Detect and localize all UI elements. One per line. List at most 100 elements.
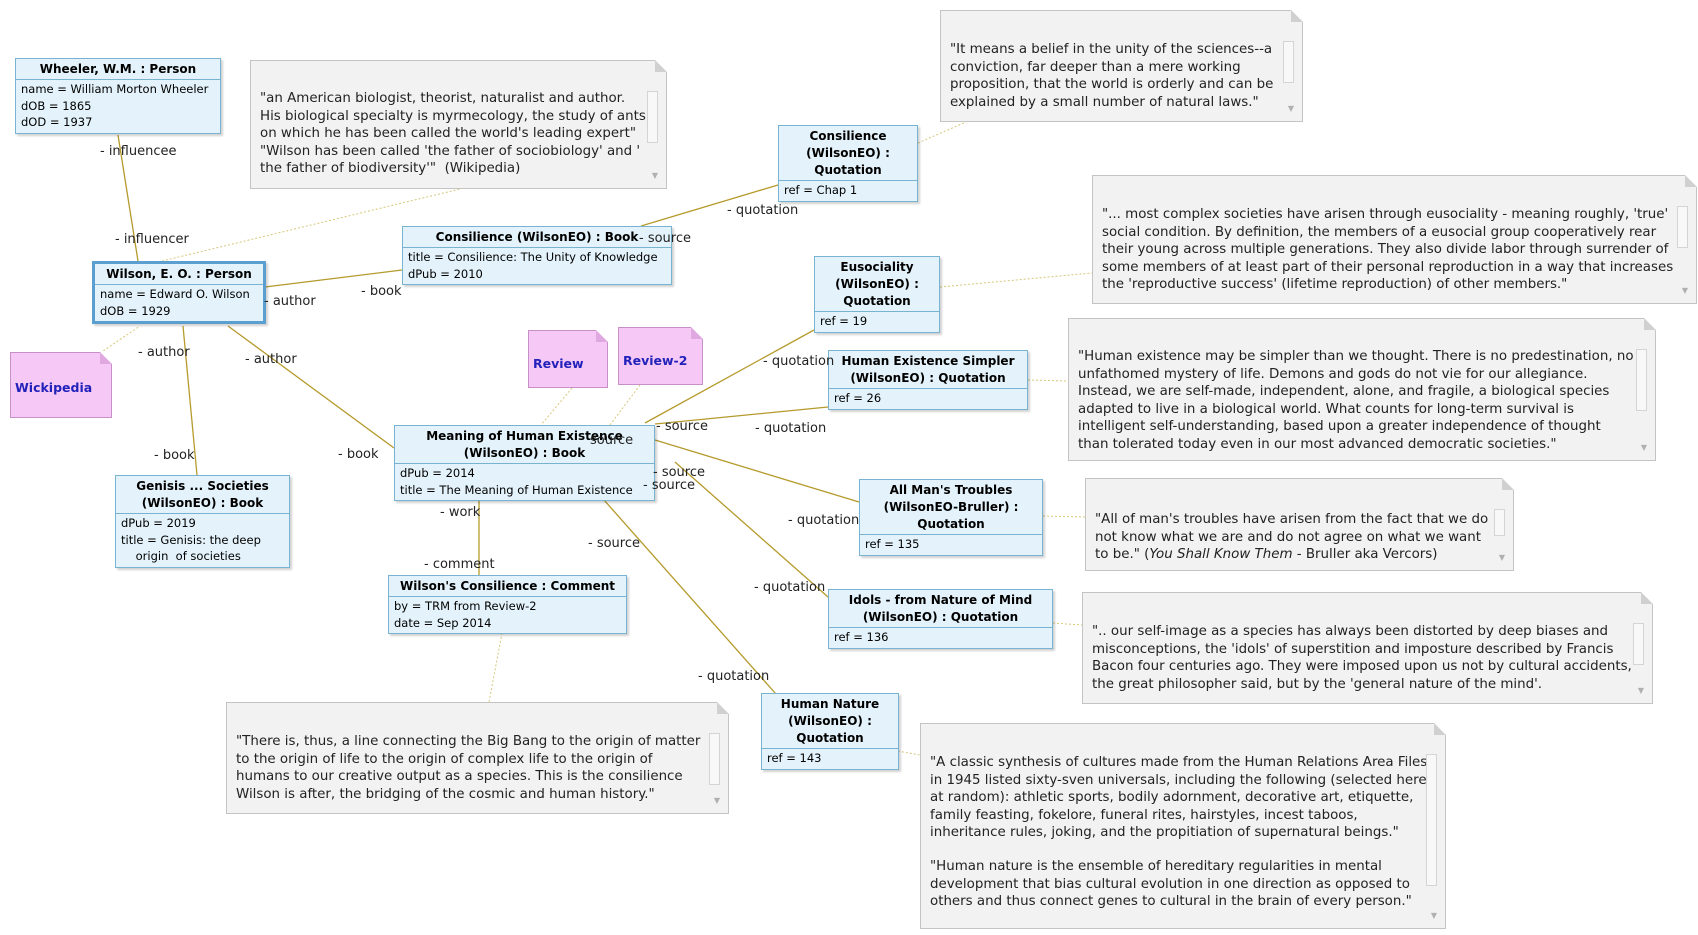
edge-label: - source <box>643 478 695 493</box>
object-title: Wilson, E. O. : Person <box>95 264 263 285</box>
object-consilience-book[interactable]: Consilience (WilsonEO) : Book title = Co… <box>402 226 672 285</box>
note-scrollbar[interactable] <box>1283 41 1294 83</box>
note-fold-corner <box>1644 318 1656 330</box>
object-consilience-quotation[interactable]: Consilience (WilsonEO) : Quotation ref =… <box>778 125 918 202</box>
object-human-existence-quotation[interactable]: Human Existence Simpler (WilsonEO) : Quo… <box>828 350 1028 410</box>
edge-label: - comment <box>424 557 495 572</box>
object-wilsons-consilience-comment[interactable]: Wilson's Consilience : Comment by = TRM … <box>388 575 627 634</box>
scroll-down-icon[interactable]: ▼ <box>1681 286 1688 295</box>
object-attr: title = Genisis: the deep origin of soci… <box>121 532 261 564</box>
object-attr: date = Sep 2014 <box>394 615 492 630</box>
scroll-down-icon[interactable]: ▼ <box>1640 443 1647 452</box>
edge-label: - author <box>138 345 190 360</box>
edge-label: - work <box>440 505 481 520</box>
object-attr: name = Edward O. Wilson <box>100 287 250 301</box>
note-scrollbar[interactable] <box>647 91 658 143</box>
note-text: "Human existence may be simpler than we … <box>1078 349 1634 452</box>
note-text: "There is, thus, a line connecting the B… <box>236 734 701 802</box>
note-eusociality-quote[interactable]: ▼ "... most complex societies have arise… <box>1092 175 1697 304</box>
note-link-wikipedia <box>99 325 141 354</box>
note-text: "... most complex societies have arisen … <box>1102 207 1674 293</box>
object-title: Idols - from Nature of Mind (WilsonEO) :… <box>829 590 1052 628</box>
note-fold-corner <box>1502 478 1514 490</box>
note-link-idols <box>1052 622 1083 626</box>
note-human-nature-quote[interactable]: ▼ "A classic synthesis of cultures made … <box>920 723 1446 929</box>
note-all-mans-troubles-quote[interactable]: ▼ "All of man's troubles have arisen fro… <box>1085 478 1514 571</box>
object-title: Wheeler, W.M. : Person <box>16 59 220 80</box>
object-title: Eusociality (WilsonEO) : Quotation <box>815 257 939 312</box>
edge-label: source <box>590 433 634 448</box>
note-text: "an American biologist, theorist, natura… <box>260 91 651 177</box>
note-text-main: "All of man's troubles have arisen from … <box>1095 512 1489 563</box>
note-link-human-existence <box>1027 379 1069 382</box>
object-meaning-book[interactable]: Meaning of Human Existence (WilsonEO) : … <box>394 425 655 501</box>
note-scrollbar[interactable] <box>1636 349 1647 411</box>
edge-label: - influencer <box>115 232 189 247</box>
edge-label: - book <box>154 448 195 463</box>
note-link-review <box>540 387 573 426</box>
edge-label: - quotation <box>698 669 770 684</box>
edge-label: - book <box>338 447 379 462</box>
scroll-down-icon[interactable]: ▼ <box>1287 104 1294 113</box>
object-genisis-book[interactable]: Genisis ... Societies (WilsonEO) : Book … <box>115 475 290 568</box>
note-fold-corner <box>691 327 703 339</box>
note-idols-quote[interactable]: ▼ ".. our self-image as a species has al… <box>1082 592 1653 704</box>
edge-label: - quotation <box>788 513 860 528</box>
object-attr: title = Consilience: The Unity of Knowle… <box>408 250 658 264</box>
object-attr: ref = 19 <box>820 314 868 328</box>
object-eusociality-quotation[interactable]: Eusociality (WilsonEO) : Quotation ref =… <box>814 256 940 333</box>
note-comment-quote[interactable]: ▼ "There is, thus, a line connecting the… <box>226 702 729 814</box>
note-scrollbar[interactable] <box>1633 623 1644 665</box>
note-scrollbar[interactable] <box>1426 754 1437 886</box>
note-fold-corner <box>1434 723 1446 735</box>
object-wilson-person[interactable]: Wilson, E. O. : Person name = Edward O. … <box>92 261 266 324</box>
note-text-tail: - Bruller aka Vercors) <box>1292 547 1438 563</box>
object-title: Consilience (WilsonEO) : Book <box>403 227 671 248</box>
object-attr: dPub = 2019 <box>121 516 196 530</box>
pink-note-wikipedia[interactable]: Wickipedia <box>10 352 112 418</box>
edge-wilson-genisis <box>182 325 198 476</box>
edge-meaning-eusociality <box>644 329 815 424</box>
object-human-nature-quotation[interactable]: Human Nature (WilsonEO) : Quotation ref … <box>761 693 899 770</box>
object-title: Human Nature (WilsonEO) : Quotation <box>762 694 898 749</box>
scroll-down-icon[interactable]: ▼ <box>1637 686 1644 695</box>
note-link-all-mans <box>1042 515 1086 518</box>
scroll-down-icon[interactable]: ▼ <box>651 171 658 180</box>
note-wilson-bio[interactable]: ▼ "an American biologist, theorist, natu… <box>250 60 667 189</box>
object-attr: dPub = 2010 <box>408 266 483 281</box>
scroll-down-icon[interactable]: ▼ <box>1430 911 1437 920</box>
object-title: Genisis ... Societies (WilsonEO) : Book <box>116 476 289 514</box>
object-title: Meaning of Human Existence (WilsonEO) : … <box>395 426 654 464</box>
object-attr: ref = 136 <box>834 630 889 644</box>
edge-meaning-idols <box>674 461 829 598</box>
edge-label: - book <box>361 284 402 299</box>
pink-note-label: Wickipedia <box>15 380 93 395</box>
object-title: Wilson's Consilience : Comment <box>389 576 626 597</box>
note-text-italic: You Shall Know Them <box>1149 547 1293 563</box>
note-scrollbar[interactable] <box>1677 206 1688 248</box>
note-human-existence-quote[interactable]: ▼ "Human existence may be simpler than w… <box>1068 318 1656 461</box>
object-title: Consilience (WilsonEO) : Quotation <box>779 126 917 181</box>
edge-label: - quotation <box>727 203 799 218</box>
object-idols-quotation[interactable]: Idols - from Nature of Mind (WilsonEO) :… <box>828 589 1053 649</box>
object-wheeler-person[interactable]: Wheeler, W.M. : Person name = William Mo… <box>15 58 221 134</box>
scroll-down-icon[interactable]: ▼ <box>713 796 720 805</box>
pink-note-review[interactable]: Review <box>528 330 608 388</box>
note-text: "A classic synthesis of cultures made fr… <box>930 755 1428 841</box>
object-attr: dPub = 2014 <box>400 466 475 480</box>
object-all-mans-troubles-quotation[interactable]: All Man's Troubles (WilsonEO-Bruller) : … <box>859 479 1043 556</box>
note-text: ".. our self-image as a species has alwa… <box>1092 624 1632 692</box>
scroll-down-icon[interactable]: ▼ <box>1498 553 1505 562</box>
edge-label: - author <box>264 294 316 309</box>
note-fold-corner <box>1291 10 1303 22</box>
object-attr: ref = Chap 1 <box>784 183 858 197</box>
pink-note-review-2[interactable]: Review-2 <box>618 327 703 385</box>
edge-label: - author <box>245 352 297 367</box>
edge-wheeler-wilson <box>117 134 139 262</box>
note-consilience-quote[interactable]: ▼ "It means a belief in the unity of the… <box>940 10 1303 122</box>
object-title: Human Existence Simpler (WilsonEO) : Quo… <box>829 351 1027 389</box>
object-attr: ref = 26 <box>834 391 882 405</box>
note-scrollbar[interactable] <box>1494 509 1505 536</box>
note-scrollbar[interactable] <box>709 733 720 785</box>
